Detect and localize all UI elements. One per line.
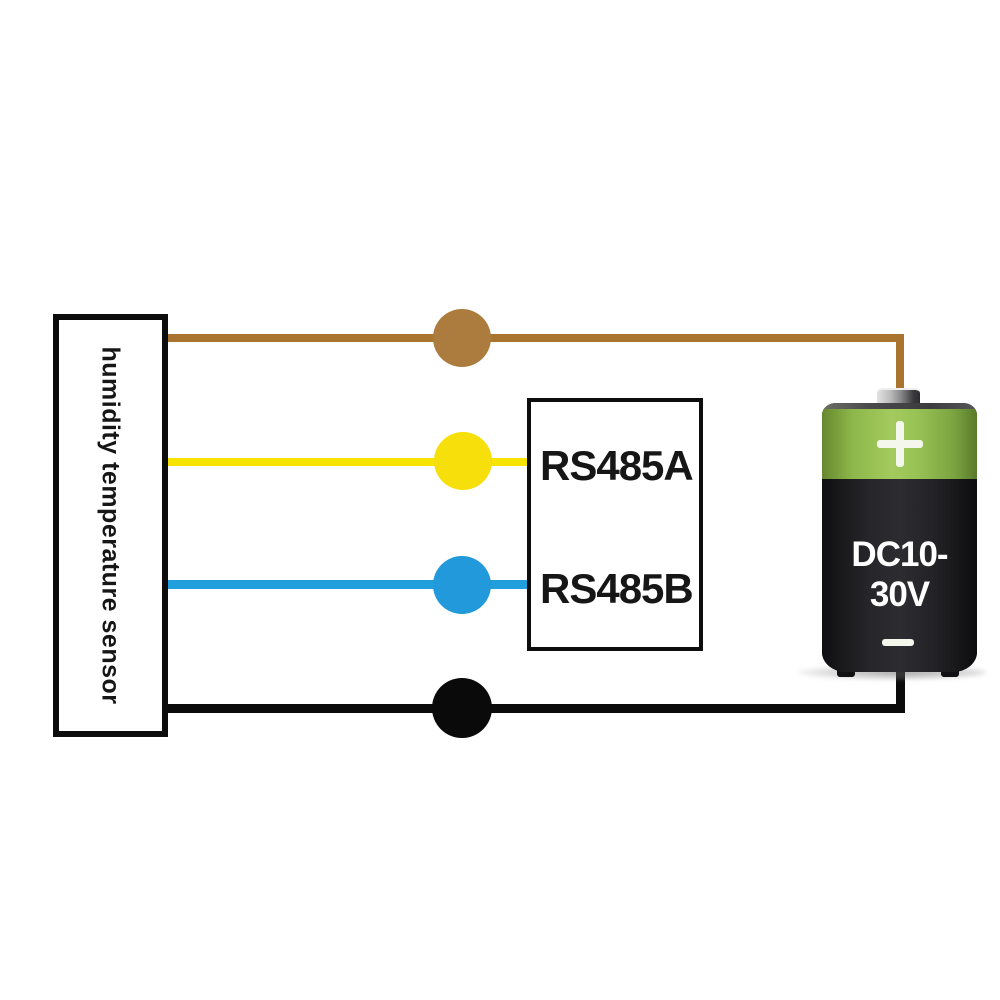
battery-green-section — [822, 409, 977, 479]
battery-voltage-label: DC10-30V — [851, 535, 948, 614]
power-positive-wire-horizontal — [166, 334, 904, 342]
minus-symbol — [882, 639, 914, 646]
sensor-box: humidity temperature sensor — [53, 314, 168, 737]
rs485-a-label: RS485A — [540, 442, 694, 489]
battery-top-rim — [822, 403, 977, 411]
rs485-module-box: RS485A RS485B — [527, 398, 703, 651]
ground-wire-horizontal — [166, 704, 905, 713]
battery-body: DC10-30V — [822, 403, 977, 672]
power-positive-wire-vertical — [896, 334, 904, 392]
black-junction-dot — [432, 678, 492, 738]
ground-wire-vertical — [896, 666, 905, 713]
rs485-b-wire — [166, 580, 527, 589]
blue-junction-dot — [433, 556, 491, 614]
brown-junction-dot — [433, 309, 491, 367]
rs485-b-label: RS485B — [540, 565, 694, 612]
rs485-a-wire — [166, 458, 527, 466]
yellow-junction-dot — [434, 432, 492, 490]
sensor-label: humidity temperature sensor — [97, 346, 125, 705]
plus-symbol — [876, 421, 923, 467]
